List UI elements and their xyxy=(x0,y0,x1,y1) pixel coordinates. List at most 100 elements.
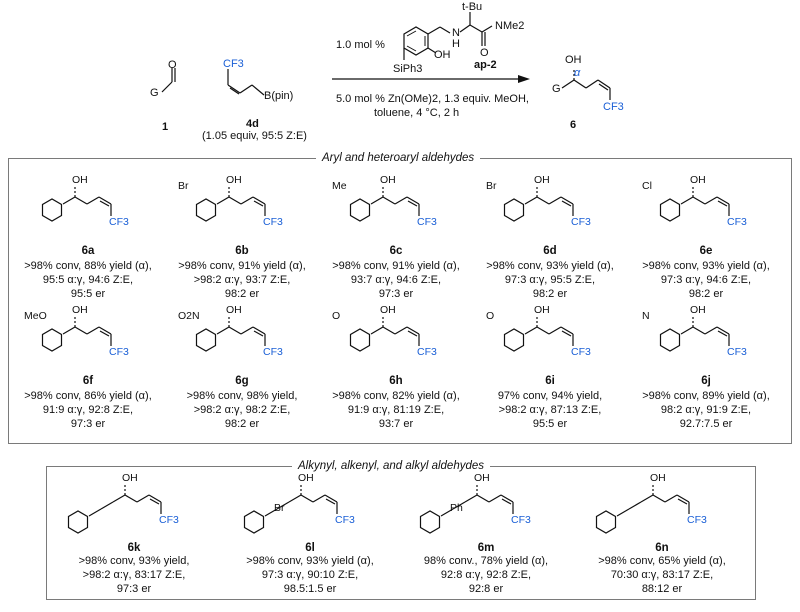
compound-id-6a: 6a xyxy=(81,245,95,257)
compound-id-6b: 6b xyxy=(235,245,249,257)
result-line: >98:2 α:γ, 87:13 Z:E, xyxy=(498,404,602,416)
aldehyde-g-atom: G xyxy=(150,87,159,99)
hydroxyl-label-6m: OH xyxy=(474,472,490,484)
aldehyde-o-atom: O xyxy=(168,59,177,71)
result-line: >98% conv, 93% yield (α), xyxy=(486,260,614,272)
cf3-label-6k: CF3 xyxy=(159,514,179,526)
compound-id-6g: 6g xyxy=(235,375,249,387)
aryl-heteroaryl-panel-title: Aryl and heteroaryl aldehydes xyxy=(316,151,481,165)
hydroxyl-label-6a: OH xyxy=(72,174,88,186)
structure-6e xyxy=(659,185,730,222)
substituent-label-6h: O xyxy=(332,310,341,322)
result-line: 92:8 α:γ, 92:8 Z:E, xyxy=(440,569,532,581)
product-alpha-label: α xyxy=(574,67,581,79)
result-line: >98% conv, 82% yield (α), xyxy=(332,390,460,402)
result-line: 95:5 er xyxy=(532,418,568,430)
cf3-label-6j: CF3 xyxy=(727,346,747,358)
result-line: >98% conv, 86% yield (α), xyxy=(24,390,152,402)
catalyst-structure xyxy=(403,12,493,60)
result-line: 88:12 er xyxy=(641,583,683,595)
compound-id-6f: 6f xyxy=(82,375,94,387)
result-line: >98:2 α:γ, 83:17 Z:E, xyxy=(82,569,186,581)
substituent-label-6c: Me xyxy=(332,180,347,192)
compound-results-6a: >98% conv, 88% yield (α),95:5 α:γ, 94:6 … xyxy=(4,259,172,301)
hydroxyl-label-6n: OH xyxy=(650,472,666,484)
result-line: >98% conv, 98% yield, xyxy=(186,390,298,402)
catalyst-tbu-group: t-Bu xyxy=(462,1,483,13)
compound-results-6h: >98% conv, 82% yield (α),91:9 α:γ, 81:19… xyxy=(312,389,480,431)
cf3-label-6m: CF3 xyxy=(511,514,531,526)
compound-results-6j: >98% conv, 89% yield (α),98:2 α:γ, 91:9 … xyxy=(622,389,790,431)
compound-results-6b: >98% conv, 91% yield (α),>98:2 α:γ, 93:7… xyxy=(158,259,326,301)
result-line: 95:5 er xyxy=(70,288,106,300)
compound-id-6n: 6n xyxy=(655,542,669,554)
reagent-cf3-group: CF3 xyxy=(223,58,244,70)
catalyst-siph3-group: SiPh3 xyxy=(393,63,423,75)
result-line: 97% conv, 94% yield, xyxy=(497,390,603,402)
reagent-4d-note: (1.05 equiv, 95:5 Z:E) xyxy=(202,130,307,142)
structure-6g xyxy=(195,315,266,352)
compound-id-6l: 6l xyxy=(305,542,315,554)
compound-id-6e: 6e xyxy=(699,245,713,257)
substituent-label-6f: MeO xyxy=(24,310,47,322)
structure-6l xyxy=(243,483,338,534)
product-structure xyxy=(561,68,611,100)
structure-6i xyxy=(503,315,574,352)
result-line: 92:8 er xyxy=(468,583,504,595)
result-line: 91:9 α:γ, 92:8 Z:E, xyxy=(42,404,134,416)
cf3-label-6l: CF3 xyxy=(335,514,355,526)
reaction-arrow xyxy=(332,75,530,83)
compound-results-6f: >98% conv, 86% yield (α), 91:9 α:γ, 92:8 … xyxy=(4,389,172,431)
substituent-label-6g: O2N xyxy=(178,310,200,322)
cf3-label-6i: CF3 xyxy=(571,346,591,358)
catalyst-nme2-group: NMe2 xyxy=(495,20,525,32)
cf3-label-6c: CF3 xyxy=(417,216,437,228)
result-line: >98:2 α:γ, 93:7 Z:E, xyxy=(193,274,291,286)
substituent-label-6m: Ph xyxy=(450,502,463,514)
alkynyl-alkenyl-alkyl-panel-title: Alkynyl, alkenyl, and alkyl aldehydes xyxy=(292,459,491,473)
result-line: 97:3 er xyxy=(70,418,106,430)
product-g-atom: G xyxy=(552,83,561,95)
reagent-4d-label: 4d xyxy=(246,118,259,130)
cf3-label-6b: CF3 xyxy=(263,216,283,228)
result-line: >98:2 α:γ, 98:2 Z:E, xyxy=(193,404,291,416)
catalyst-o-atom: O xyxy=(480,47,489,59)
result-line: 98:2 er xyxy=(224,288,260,300)
substituent-label-6j: N xyxy=(642,310,650,322)
product-cf3-group: CF3 xyxy=(603,101,624,113)
hydroxyl-label-6i: OH xyxy=(534,304,550,316)
result-line: >98% conv, 93% yield (α), xyxy=(642,260,770,272)
compound-id-6h: 6h xyxy=(389,375,403,387)
structure-6n xyxy=(595,483,690,534)
result-line: 92.7:7.5 er xyxy=(679,418,733,430)
compound-id-6c: 6c xyxy=(389,245,403,257)
substituent-label-6e: Cl xyxy=(642,180,652,192)
reaction-scheme: G O 1 CF3 B(pin) 4d (1.05 equiv, 95:5 Z:… xyxy=(0,0,800,150)
compound-results-6k: >98% conv, 93% yield, >98:2 α:γ, 83:17 Z:… xyxy=(40,554,228,596)
compound-results-6c: >98% conv, 91% yield (α),93:7 α:γ, 94:6 … xyxy=(312,259,480,301)
allylboronate-structure xyxy=(227,69,265,96)
compound-results-6e: >98% conv, 93% yield (α),97:3 α:γ, 94:6 … xyxy=(622,259,790,301)
result-line: 70:30 α:γ, 83:17 Z:E, xyxy=(610,569,714,581)
cf3-label-6g: CF3 xyxy=(263,346,283,358)
structure-6a xyxy=(41,185,112,222)
compound-results-6d: >98% conv, 93% yield (α),97:3 α:γ, 95:5 … xyxy=(466,259,634,301)
substituent-label-6b: Br xyxy=(178,180,189,192)
result-line: 98:2 α:γ, 91:9 Z:E, xyxy=(660,404,752,416)
product-oh-group: OH xyxy=(565,54,582,66)
catalyst-n-atom: N xyxy=(452,27,460,39)
result-line: >98% conv, 93% yield, xyxy=(78,555,190,567)
compound-results-6i: 97% conv, 94% yield, >98:2 α:γ, 87:13 Z:E… xyxy=(466,389,634,431)
result-line: 93:7 er xyxy=(378,418,414,430)
result-line: 97:3 er xyxy=(116,583,152,595)
hydroxyl-label-6f: OH xyxy=(72,304,88,316)
compound-results-6g: >98% conv, 98% yield, >98:2 α:γ, 98:2 Z:E… xyxy=(158,389,326,431)
